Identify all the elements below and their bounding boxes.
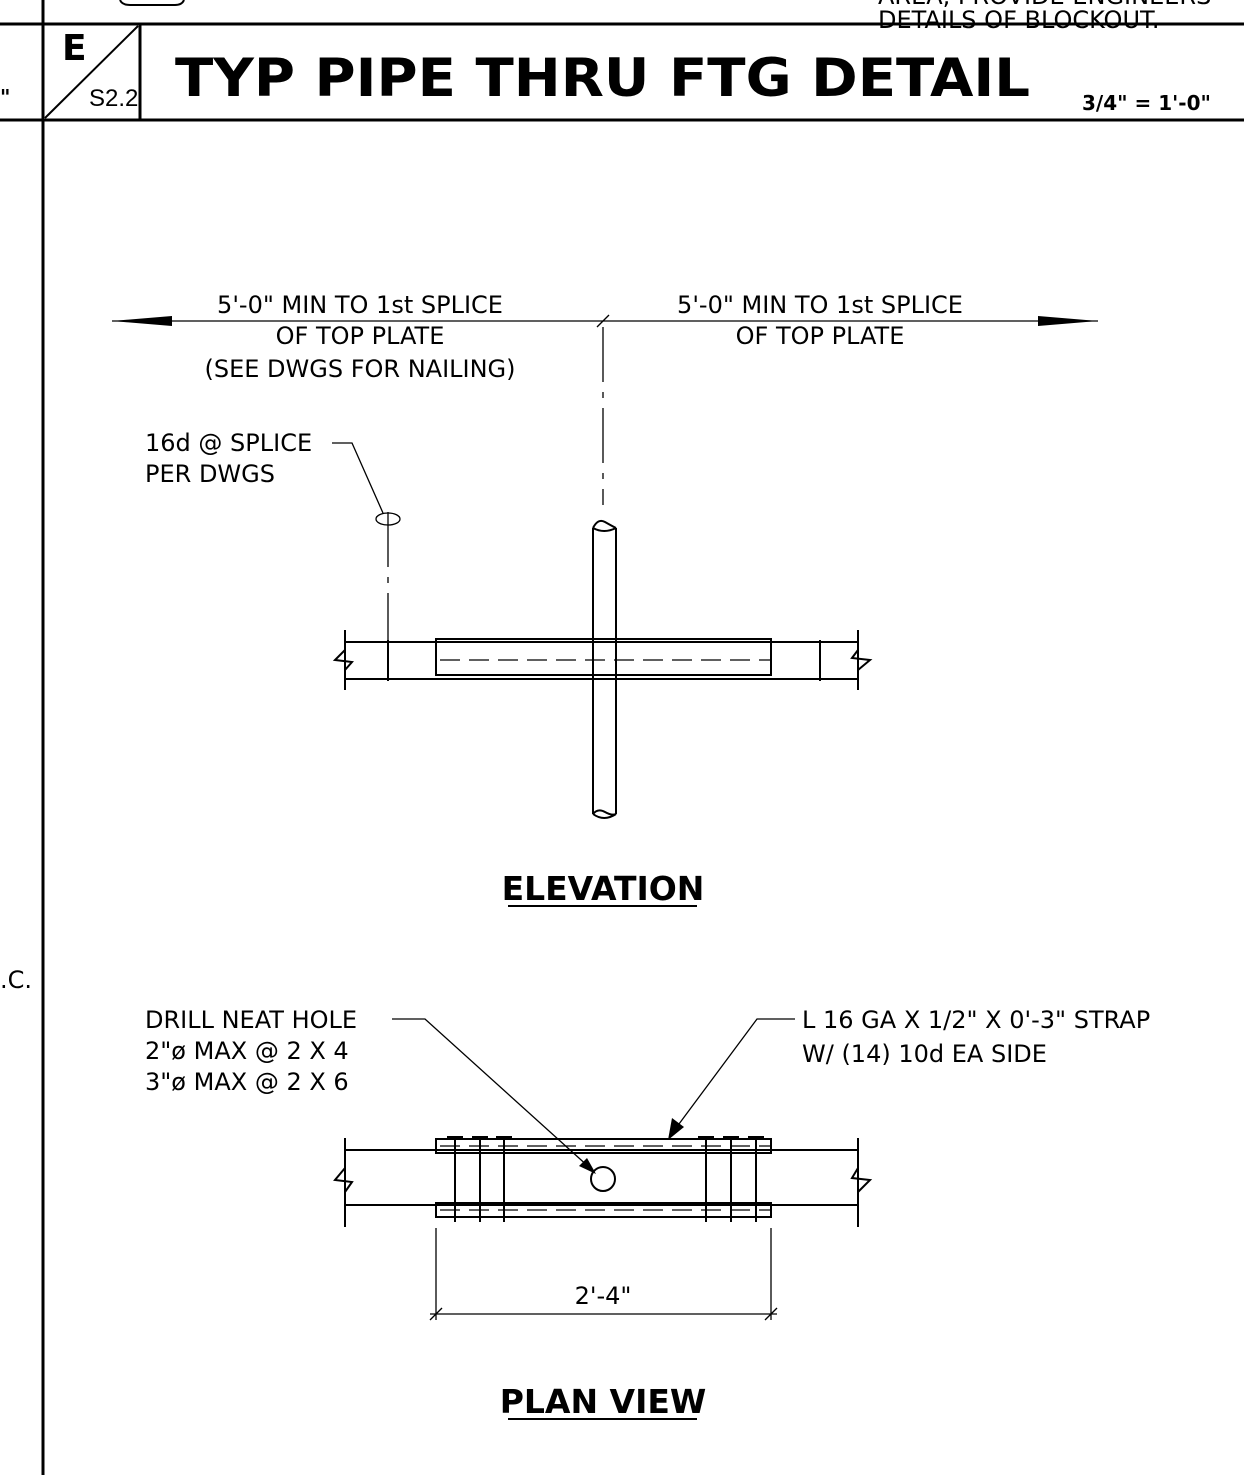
elevation-view-title: ELEVATION <box>502 869 705 908</box>
elevation-strap <box>435 638 772 676</box>
sheet-reference: S2.2 <box>89 85 138 112</box>
elevation-dimension-line <box>112 314 1098 328</box>
dim-right-line1: 5'-0" MIN TO 1st SPLICE <box>677 291 963 319</box>
plan-strap-top <box>435 1138 772 1154</box>
dim-right-line2: OF TOP PLATE <box>736 322 905 350</box>
strap-leader-line <box>675 1018 795 1129</box>
plan-dimension-label: 2'-4" <box>575 1282 632 1310</box>
detail-scale: 3/4" = 1'-0" <box>1082 91 1211 115</box>
dim-left-line2: OF TOP PLATE <box>276 322 445 350</box>
left-margin-mark: " <box>0 85 10 109</box>
splice-note-line1: 16d @ SPLICE <box>145 429 312 457</box>
drill-note-line1: DRILL NEAT HOLE <box>145 1006 357 1034</box>
tag-diagonal-line <box>44 25 139 119</box>
detail-title: TYP PIPE THRU FTG DETAIL <box>175 48 1030 109</box>
top-note-line2: DETAILS OF BLOCKOUT. <box>878 6 1159 34</box>
elevation-pipe <box>592 519 617 819</box>
plan-view-title: PLAN VIEW <box>500 1382 707 1421</box>
dim-left-line1: 5'-0" MIN TO 1st SPLICE <box>217 291 503 319</box>
drill-note-line2: 2"ø MAX @ 2 X 4 <box>145 1037 349 1065</box>
plan-strap-bottom <box>435 1202 772 1218</box>
drilled-hole <box>590 1166 616 1192</box>
left-margin-oc: .C. <box>0 966 32 994</box>
splice-leader-line <box>332 442 384 514</box>
splice-note-line2: PER DWGS <box>145 460 275 488</box>
top-note-line1: AREA, PROVIDE ENGINEERS <box>878 0 1211 10</box>
plan-dimension-line <box>429 1228 778 1321</box>
dimension-tick <box>596 314 610 328</box>
drill-leader-arrow <box>579 1158 596 1174</box>
prev-detail-tag-edge <box>119 0 185 6</box>
dim-left-line3: (SEE DWGS FOR NAILING) <box>204 355 515 383</box>
plan-nails <box>447 1136 764 1222</box>
plan-wall <box>333 1138 873 1227</box>
detail-letter: E <box>62 28 87 69</box>
drill-leader-line <box>392 1018 591 1169</box>
strap-note-line2: W/ (14) 10d EA SIDE <box>802 1040 1047 1068</box>
strap-note-line1: L 16 GA X 1/2" X 0'-3" STRAP <box>802 1006 1150 1034</box>
drill-note-line3: 3"ø MAX @ 2 X 6 <box>145 1068 349 1096</box>
strap-leader-arrow <box>668 1118 684 1140</box>
